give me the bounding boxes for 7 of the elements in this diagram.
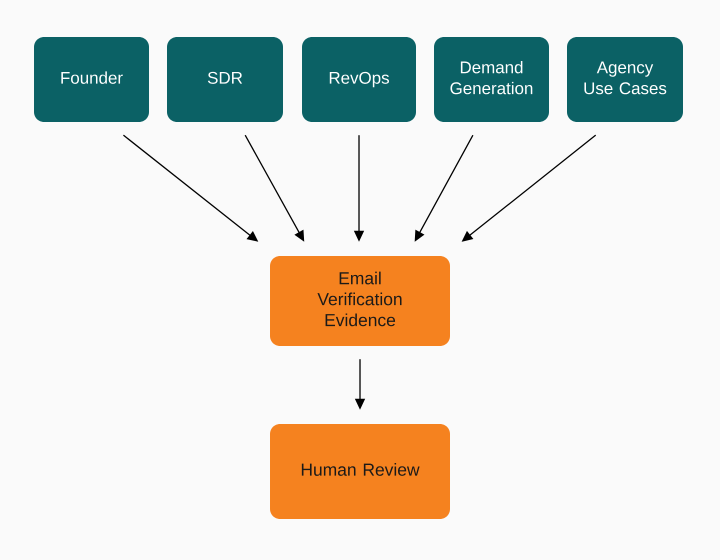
process-box: Email Verification Evidence (270, 256, 450, 346)
category-box: Founder (34, 37, 149, 122)
category-box: RevOps (302, 37, 416, 122)
category-box: Demand Generation (434, 37, 549, 122)
category-box: SDR (167, 37, 283, 122)
process-box: Human Review (270, 424, 450, 519)
category-box: Agency Use Cases (567, 37, 683, 122)
